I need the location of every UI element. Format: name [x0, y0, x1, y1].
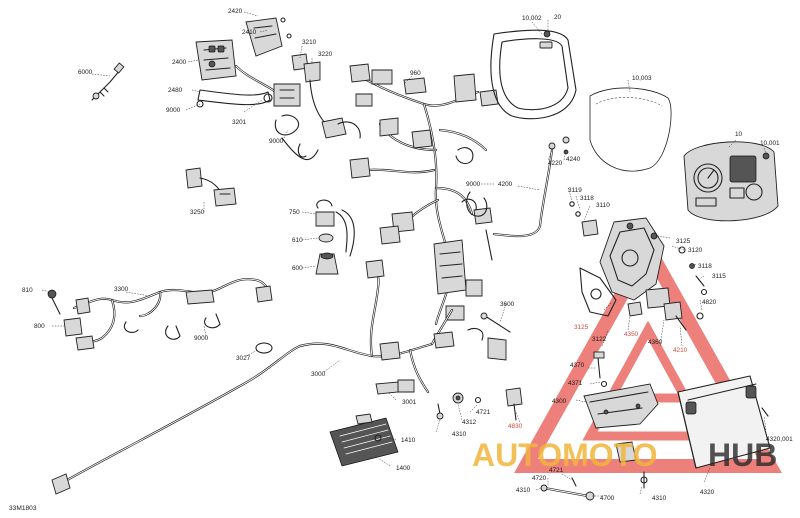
watermark-text-hub: HUB	[708, 437, 777, 473]
label-4320001: 4320,001	[766, 436, 793, 443]
label-4240: 4240	[566, 156, 581, 163]
label-4700: 4700	[600, 495, 615, 502]
relay-parts	[627, 287, 687, 331]
watermark-text-automoto: AUTOMOTO	[472, 437, 657, 473]
label-4370: 4370	[570, 362, 585, 369]
battery-bracket-4300	[583, 383, 659, 429]
label-4312: 4312	[462, 419, 477, 426]
cable-lug-4310	[615, 441, 648, 489]
label-3210: 3210	[302, 39, 317, 46]
label-3220: 3220	[318, 51, 333, 58]
label-750: 750	[289, 209, 300, 216]
label-3000: 3000	[311, 371, 326, 378]
label-20: 20	[554, 14, 562, 21]
label-3027: 3027	[236, 355, 251, 362]
harness-3300	[47, 278, 273, 351]
label-4720: 4720	[532, 475, 547, 482]
label-3300: 3300	[114, 286, 129, 293]
handlebar-switch-assembly	[195, 17, 361, 161]
label-4310-b: 4310	[516, 487, 531, 494]
label-4210: 4210	[673, 347, 688, 354]
label-10002: 10,002	[522, 15, 542, 22]
label-4220: 4220	[548, 160, 563, 167]
battery-cable-4700	[540, 477, 595, 501]
label-4320: 4320	[700, 489, 715, 496]
label-4721-a: 4721	[476, 409, 491, 416]
label-3119: 3119	[568, 187, 582, 194]
label-3120: 3120	[688, 247, 703, 254]
harness-3000	[51, 259, 507, 495]
label-4200: 4200	[498, 181, 513, 188]
sensor-3600	[480, 312, 511, 333]
label-4721-b: 4721	[549, 467, 564, 474]
bracket-assembly-3110	[569, 201, 708, 320]
small-hardware-left	[436, 392, 482, 420]
connector-3250	[185, 167, 237, 207]
label-3110: 3110	[596, 202, 610, 209]
label-10003: 10,003	[632, 75, 652, 82]
label-3001: 3001	[402, 399, 417, 406]
label-3118-a: 3118	[580, 195, 594, 202]
connector-3001	[375, 381, 399, 395]
instrument-cluster-10	[683, 141, 779, 222]
label-4830: 4830	[508, 423, 523, 430]
voltage-regulator-1400	[329, 413, 399, 467]
label-3115: 3115	[712, 273, 726, 280]
label-2480: 2480	[168, 87, 183, 94]
label-3201: 3201	[232, 119, 247, 126]
label-4360: 4360	[648, 339, 663, 346]
label-9000-b: 9000	[269, 138, 284, 145]
label-4820: 4820	[702, 299, 717, 306]
label-10: 10	[735, 131, 743, 138]
label-10001: 10,001	[760, 140, 780, 147]
label-610: 610	[292, 237, 303, 244]
label-3122: 3122	[592, 336, 607, 343]
label-4310-c: 4310	[652, 495, 667, 502]
sensor-6000	[91, 62, 125, 101]
label-4300: 4300	[552, 398, 567, 405]
label-3125-b: 3125	[574, 324, 589, 331]
label-3250: 3250	[190, 209, 205, 216]
grommet-3027	[255, 342, 273, 354]
watermark-triangle	[514, 233, 782, 473]
label-1410: 1410	[401, 437, 416, 444]
label-3118-b: 3118	[698, 263, 712, 270]
label-9000-a: 9000	[166, 107, 181, 114]
label-4371: 4371	[568, 380, 583, 387]
drawing-code: 33M1803	[9, 505, 37, 512]
label-1400: 1400	[396, 465, 411, 472]
main-harness-960	[349, 63, 499, 326]
label-2400: 2400	[172, 59, 187, 66]
label-810: 810	[22, 287, 33, 294]
automotohub-watermark-text: AUTOMOTO HUB	[472, 437, 777, 473]
ignition-key-assembly	[315, 199, 355, 275]
clip-9000-right	[466, 191, 488, 217]
label-4310-a: 4310	[452, 431, 467, 438]
leader-lines	[41, 11, 767, 497]
label-2410: 2410	[242, 29, 257, 36]
label-3125-a: 3125	[676, 238, 691, 245]
battery-4320	[677, 375, 771, 469]
label-6000: 6000	[78, 69, 93, 76]
label-2420: 2420	[228, 8, 243, 15]
label-4350: 4350	[624, 331, 639, 338]
part-labels: 2420 2410 2400 2480 9000 3201 3210 3220 …	[9, 8, 793, 512]
ground-wire-4200	[485, 136, 570, 261]
label-9000-c: 9000	[466, 181, 481, 188]
bolt-4370	[593, 351, 608, 388]
cluster-bezel-10002	[490, 29, 577, 120]
part-4830	[505, 387, 523, 421]
label-9000-d: 9000	[194, 335, 209, 342]
watermark-triangle-inner	[582, 320, 714, 441]
label-800: 800	[34, 323, 45, 330]
label-960: 960	[410, 70, 421, 77]
label-600: 600	[292, 265, 303, 272]
label-3600: 3600	[500, 301, 515, 308]
cluster-lens-10003	[589, 87, 672, 172]
